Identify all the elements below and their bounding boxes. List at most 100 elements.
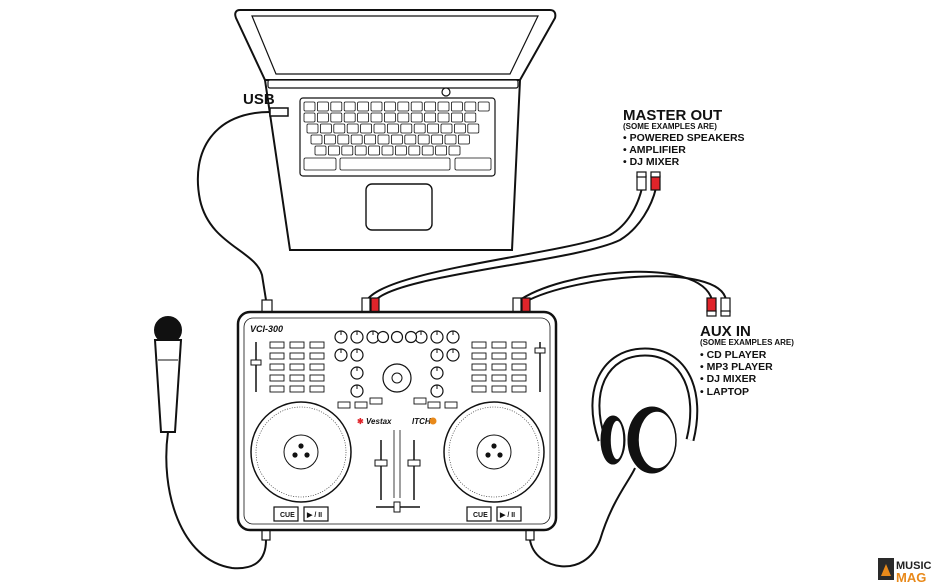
controller-pad[interactable]: [269, 374, 285, 382]
left-platter[interactable]: [250, 401, 352, 503]
svg-text:▶ / II: ▶ / II: [499, 512, 515, 519]
musicmag-watermark: MUSIC MAG: [878, 558, 932, 585]
laptop-key: [323, 134, 336, 145]
controller-pad[interactable]: [511, 363, 527, 371]
controller-pad[interactable]: [289, 352, 305, 360]
laptop-key: [435, 145, 448, 156]
controller-pad[interactable]: [289, 374, 305, 382]
controller-pad[interactable]: [491, 374, 507, 382]
controller-pad[interactable]: [369, 397, 383, 405]
laptop-key: [341, 145, 354, 156]
controller-pad[interactable]: [491, 385, 507, 393]
usb-plug: [269, 107, 289, 117]
controller-pad[interactable]: [471, 363, 487, 371]
laptop-key: [333, 123, 346, 134]
controller-pad[interactable]: [289, 385, 305, 393]
laptop-key: [327, 145, 340, 156]
controller-pad[interactable]: [337, 401, 351, 409]
laptop-key: [424, 101, 437, 112]
controller-pad[interactable]: [289, 363, 305, 371]
laptop-key: [431, 134, 444, 145]
laptop-key: [330, 101, 343, 112]
laptop-key: [346, 123, 359, 134]
laptop-key: [450, 112, 463, 123]
controller-rear-jacks: [261, 297, 535, 541]
controller-pad[interactable]: [471, 374, 487, 382]
controller-pad[interactable]: [269, 363, 285, 371]
left-play-button[interactable]: ▶ / II: [303, 506, 329, 522]
right-play-button[interactable]: ▶ / II: [496, 506, 522, 522]
laptop-key: [427, 123, 440, 134]
aux-in-label: AUX IN (SOME EXAMPLES ARE) • CD PLAYER •…: [700, 323, 794, 398]
pitch-fader-left[interactable]: [250, 342, 262, 392]
controller-pad[interactable]: [309, 363, 325, 371]
laptop-key: [330, 112, 343, 123]
laptop-key: [410, 101, 423, 112]
controller-pad[interactable]: [269, 341, 285, 349]
crossfader[interactable]: [376, 501, 420, 513]
master-out-title: MASTER OUT: [623, 107, 722, 124]
laptop-key: [424, 112, 437, 123]
controller-knob[interactable]: [390, 330, 404, 344]
controller-pad[interactable]: [309, 374, 325, 382]
itch-logo: ITCH: [412, 417, 437, 426]
controller-pad[interactable]: [471, 352, 487, 360]
aux-in-item: • CD PLAYER: [700, 349, 767, 361]
laptop-key: [377, 134, 390, 145]
controller-pad[interactable]: [269, 385, 285, 393]
laptop-key: [477, 101, 490, 112]
aux-in-cable-b: [524, 275, 727, 303]
controller-pad[interactable]: [491, 341, 507, 349]
svg-text:CUE: CUE: [473, 512, 488, 519]
controller-pad[interactable]: [427, 401, 441, 409]
controller-pad[interactable]: [444, 401, 458, 409]
laptop-spacebar: [339, 157, 451, 171]
master-out-cable-a: [365, 187, 643, 303]
controller-pad[interactable]: [511, 341, 527, 349]
laptop-trackpad: [365, 183, 433, 231]
svg-text:CUE: CUE: [280, 512, 295, 519]
master-out-item: • POWERED SPEAKERS: [623, 132, 745, 144]
controller-pad[interactable]: [511, 385, 527, 393]
controller-pad[interactable]: [471, 385, 487, 393]
master-out-item: • AMPLIFIER: [623, 144, 686, 156]
channel-faders[interactable]: [374, 430, 421, 500]
controller-pad[interactable]: [309, 341, 325, 349]
laptop-key: [421, 145, 434, 156]
controller-knob[interactable]: [404, 330, 418, 344]
laptop-key: [350, 134, 363, 145]
pitch-fader-right[interactable]: [534, 342, 546, 392]
controller-pad[interactable]: [471, 341, 487, 349]
controller-pad[interactable]: [309, 385, 325, 393]
master-out-label: MASTER OUT (SOME EXAMPLES ARE) • POWERED…: [623, 107, 745, 168]
laptop-key: [408, 145, 421, 156]
controller-pad[interactable]: [511, 352, 527, 360]
cables: [165, 111, 727, 570]
usb-cable: [196, 111, 271, 301]
laptop-key: [417, 134, 430, 145]
controller-pad[interactable]: [354, 401, 368, 409]
controller-pad[interactable]: [413, 397, 427, 405]
right-platter[interactable]: [443, 401, 545, 503]
left-cue-button[interactable]: CUE: [273, 506, 299, 522]
controller-pad[interactable]: [491, 352, 507, 360]
laptop-key: [410, 112, 423, 123]
dj-controller: VCI-300 ✱ Vestax ITCH: [236, 297, 558, 541]
controller-pad[interactable]: [309, 352, 325, 360]
controller-pad[interactable]: [269, 352, 285, 360]
controller-pad[interactable]: [511, 374, 527, 382]
laptop-key: [437, 101, 450, 112]
controller-knob[interactable]: [376, 330, 390, 344]
controller-knobs: [334, 330, 460, 398]
laptop-key: [381, 145, 394, 156]
laptop-keys: [303, 101, 492, 171]
controller-pad[interactable]: [289, 341, 305, 349]
laptop-key: [454, 157, 492, 171]
laptop-key: [453, 123, 466, 134]
laptop-key: [383, 112, 396, 123]
aux-in-item: • DJ MIXER: [700, 373, 757, 385]
watermark-line2: MAG: [896, 570, 926, 585]
controller-pad[interactable]: [491, 363, 507, 371]
right-cue-button[interactable]: CUE: [466, 506, 492, 522]
